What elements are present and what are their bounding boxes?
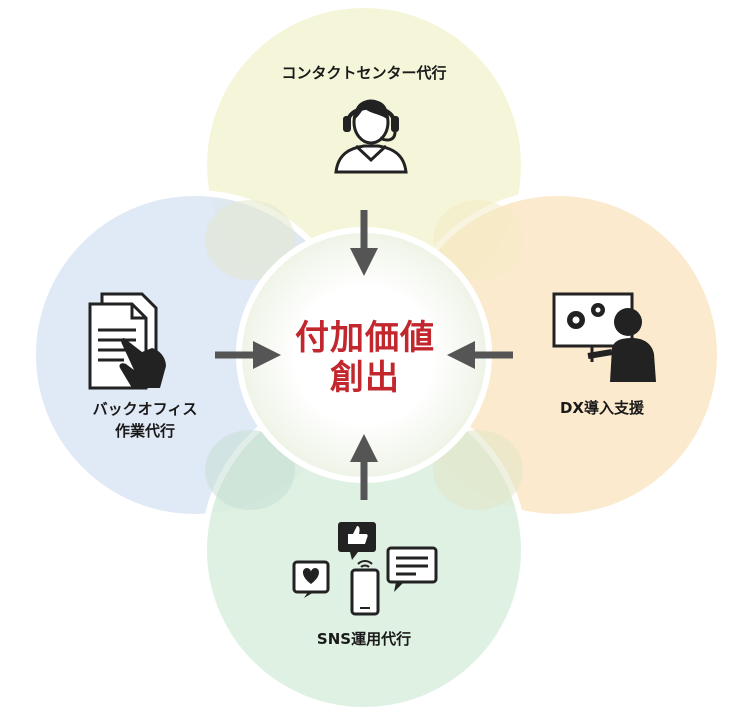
- label-back-office-line2: 作業代行: [114, 422, 175, 440]
- label-sns-operation: SNS運用代行: [316, 630, 412, 648]
- dx-presentation-gears-icon: [552, 292, 656, 382]
- label-dx-support: DX導入支援: [559, 399, 645, 417]
- headset-operator-icon: [334, 99, 408, 174]
- overlap-regions: [205, 200, 523, 510]
- label-bottom: SNS運用代行: [294, 628, 434, 650]
- document-hand-icon: [88, 292, 166, 390]
- label-top: コンタクトセンター代行: [254, 62, 474, 84]
- label-left: バックオフィス 作業代行: [78, 398, 212, 442]
- center-title-line1: 付加価値: [295, 318, 435, 358]
- label-back-office-line1: バックオフィス: [92, 400, 198, 418]
- center-title-line2: 創出: [330, 358, 400, 398]
- center-title: 付加価値 創出: [265, 318, 465, 398]
- label-contact-center: コンタクトセンター代行: [281, 64, 447, 82]
- label-right: DX導入支援: [545, 397, 659, 419]
- social-media-smartphone-icon: [292, 522, 438, 616]
